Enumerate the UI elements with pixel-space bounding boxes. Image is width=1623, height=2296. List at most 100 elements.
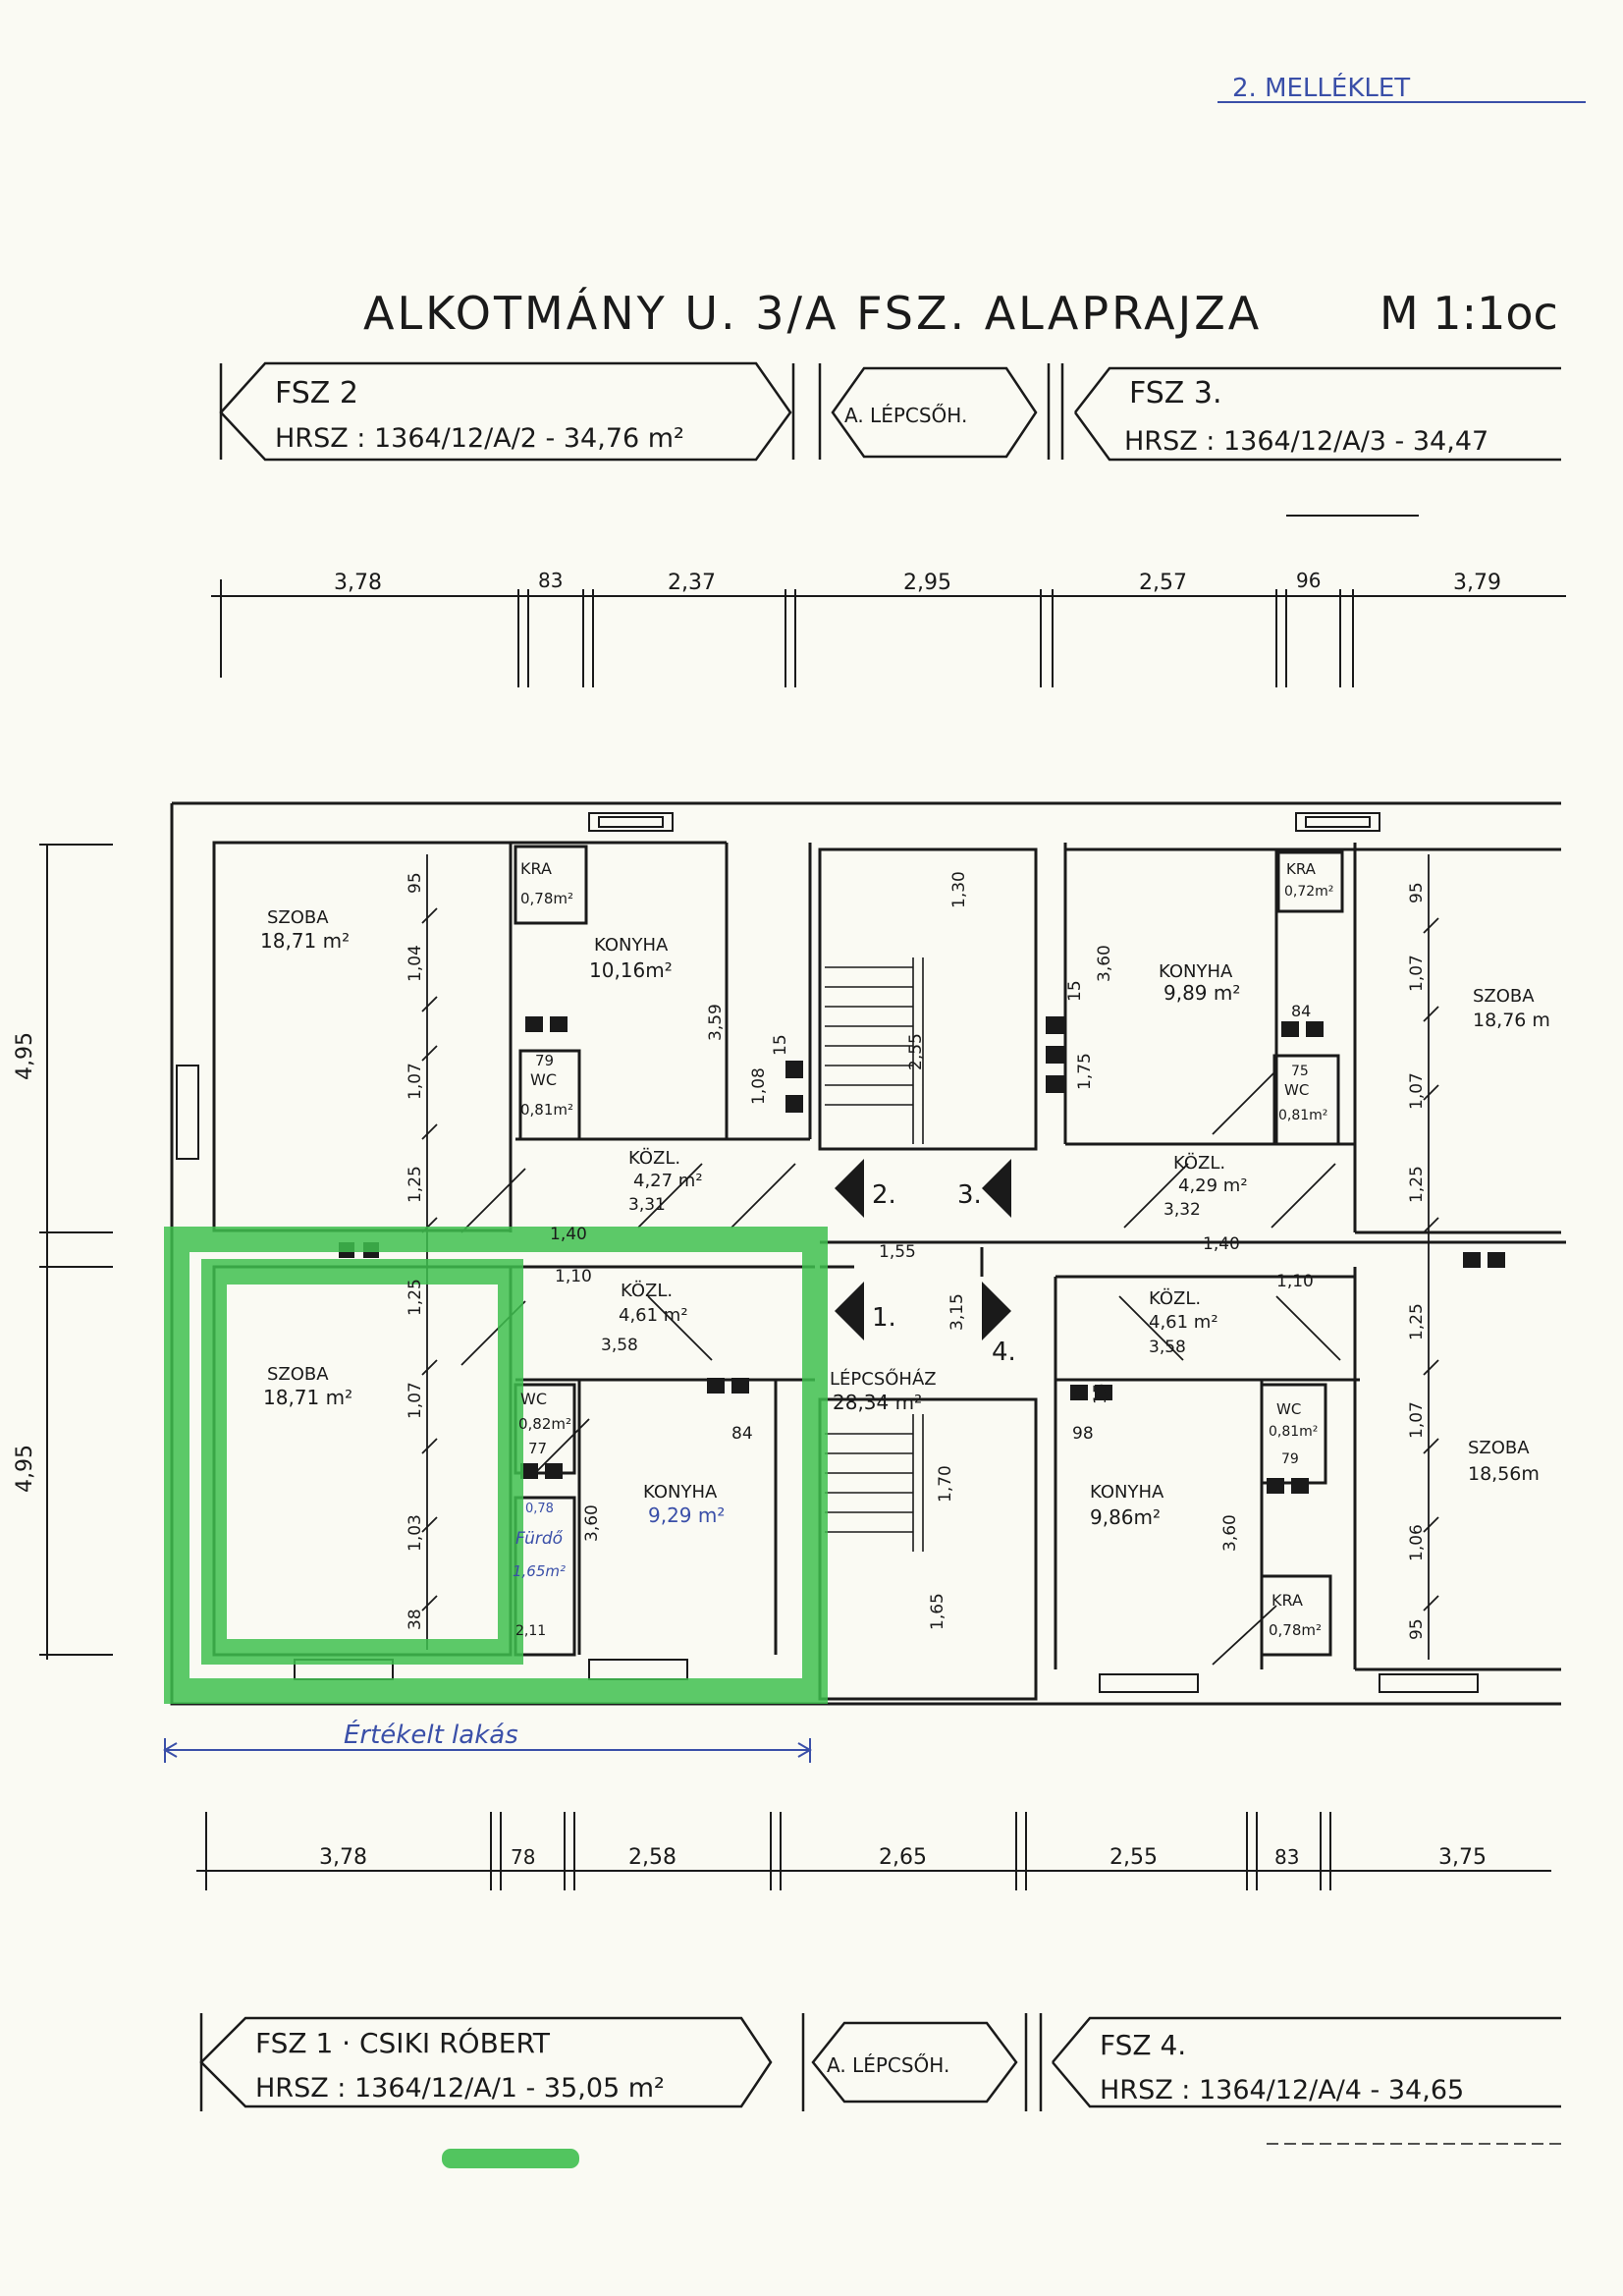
room-area-konyha-br: 9,86m² [1090,1505,1161,1529]
svg-text:1,06: 1,06 [1407,1524,1427,1561]
svg-text:1,07: 1,07 [1407,1401,1427,1439]
dim-bottom-6: 83 [1274,1845,1299,1869]
room-name-kamra-br: KRA [1271,1591,1303,1610]
room-note-kozl-bl: 3,58 [601,1336,638,1355]
svg-text:1,55: 1,55 [879,1242,916,1262]
stair-treads [825,957,924,1552]
svg-text:1,25: 1,25 [406,1166,425,1203]
room-name-wc-tr: WC [1284,1081,1309,1099]
svg-text:2,55: 2,55 [906,1033,926,1070]
dim-top-4: 2,95 [903,571,951,595]
room-note2-furdo-bl: 2,11 [515,1623,546,1639]
room-name-konyha-bl: KONYHA [643,1482,718,1503]
label-box-bottom-left [199,2013,773,2111]
label-box-bottom-center [801,2013,1028,2111]
svg-text:15: 15 [1091,1383,1110,1404]
room-name-szoba-tr: SZOBA [1473,986,1535,1007]
stair-label-bottom: A. LÉPCSŐH. [827,2053,949,2077]
svg-text:1,07: 1,07 [1407,955,1427,992]
room-note-kozl-tl: 3,31 [628,1195,666,1215]
room-name-konyha-br: KONYHA [1090,1482,1164,1503]
svg-text:1,40: 1,40 [1203,1234,1240,1254]
inner-dimension-labels: 95 1,04 1,07 1,25 1,25 1,07 1,03 38 95 1… [406,871,1427,1640]
svg-text:1,10: 1,10 [1276,1272,1314,1291]
room-area-szoba-bl: 18,71 m² [263,1386,352,1409]
door-number-4: 4. [992,1338,1016,1367]
svg-text:1,75: 1,75 [1075,1053,1095,1090]
room-note-kozl-br: 3,58 [1149,1338,1186,1357]
room-area-wc-tr: 0,81m² [1278,1108,1327,1123]
svg-text:1,07: 1,07 [406,1063,425,1100]
svg-text:15: 15 [1065,980,1085,1002]
ventilation-blocks [339,1016,1505,1494]
room-name-szoba-br: SZOBA [1468,1438,1530,1458]
svg-text:3,59: 3,59 [706,1004,726,1041]
room-area-konyha-tl: 10,16m² [589,958,673,982]
dim-top-7: 3,79 [1453,571,1501,595]
room-area-kamra-tl: 0,78m² [520,890,573,907]
hrsz-label-top-left: HRSZ : 1364/12/A/2 - 34,76 m² [275,423,684,454]
room-name-konyha-tr: KONYHA [1159,961,1233,982]
room-note-wc-tl: 79 [535,1052,554,1069]
room-area-szoba-br: 18,56m [1468,1463,1540,1485]
room-area-kozl-br: 4,61 m² [1149,1312,1218,1333]
stair-label-top: A. LÉPCSŐH. [844,404,967,427]
room-name-szoba-bl: SZOBA [267,1364,329,1385]
svg-text:1,07: 1,07 [406,1382,425,1419]
svg-text:38: 38 [406,1609,425,1630]
highlight-mark [442,2149,579,2168]
room-area-lepcsohaz: 28,34 m² [833,1391,922,1414]
door-number-2: 2. [872,1180,896,1210]
unit-label-top-right: FSZ 3. [1129,376,1221,410]
dim-bottom-5: 2,55 [1109,1845,1158,1870]
svg-text:3,60: 3,60 [1220,1514,1240,1552]
unit-label-bottom-right: FSZ 4. [1100,2029,1186,2061]
svg-text:1,30: 1,30 [949,871,969,908]
room-area-szoba-tl: 18,71 m² [260,929,350,953]
hrsz-label-bottom-left: HRSZ : 1364/12/A/1 - 35,05 m² [255,2073,665,2104]
page-title: ALKOTMÁNY U. 3/A FSZ. ALAPRAJZA [363,287,1262,340]
svg-text:1,65: 1,65 [928,1593,947,1630]
room-area-kozl-bl: 4,61 m² [619,1305,688,1326]
evaluated-apartment-label: Értékelt lakás [344,1719,518,1750]
room-name-wc-tl: WC [530,1070,557,1089]
dim-left-2: 4,95 [13,1445,37,1493]
svg-text:1,10: 1,10 [555,1267,592,1286]
door-number-1: 1. [872,1303,896,1333]
svg-text:95: 95 [406,872,425,894]
unit-label-top-left: FSZ 2 [275,376,358,410]
room-name-furdo-bl: Fürdő [515,1529,564,1549]
hrsz-label-bottom-right: HRSZ : 1364/12/A/4 - 34,65 [1100,2075,1464,2105]
dimension-chain-bottom [196,1812,1551,1890]
room-area-wc-br: 0,81m² [1269,1424,1318,1440]
svg-text:3,15: 3,15 [947,1293,967,1331]
room-name-lepcsohaz: LÉPCSŐHÁZ [830,1368,937,1390]
room-note-konyha-tr: 84 [1291,1002,1311,1020]
room-area-kamra-tr: 0,72m² [1284,884,1333,900]
svg-text:15: 15 [771,1034,790,1056]
room-name-kozl-br: KÖZL. [1149,1287,1201,1309]
room-name-kamra-tr: KRA [1286,860,1317,878]
evaluated-dimension-arrow [163,1738,812,1763]
dim-bottom-7: 3,75 [1438,1845,1487,1870]
room-area-konyha-tr: 9,89 m² [1163,981,1240,1005]
room-area-kozl-tr: 4,29 m² [1178,1175,1248,1196]
dimension-chain-top [211,579,1566,687]
windows [176,812,1479,1693]
room-area-kamra-br: 0,78m² [1269,1621,1322,1639]
svg-text:1,25: 1,25 [1407,1303,1427,1340]
room-name-kozl-tr: KÖZL. [1173,1152,1225,1174]
room-area-furdo-bl: 1,65m² [513,1562,566,1580]
room-note-furdo-bl: 0,78 [525,1502,554,1516]
room-area-wc-tl: 0,81m² [520,1101,573,1119]
room-name-wc-bl: WC [520,1390,547,1408]
hrsz-label-top-right: HRSZ : 1364/12/A/3 - 34,47 [1124,426,1488,457]
scale-label: M 1:1oc [1380,287,1558,340]
door-markers [835,1159,1011,1340]
room-note-konyha-br: 98 [1072,1424,1094,1444]
dim-bottom-2: 78 [511,1845,535,1869]
floor-plan-walls [170,801,1566,1706]
room-area-szoba-tr: 18,76 m [1473,1010,1550,1031]
label-box-bottom-right [1039,2013,1561,2111]
